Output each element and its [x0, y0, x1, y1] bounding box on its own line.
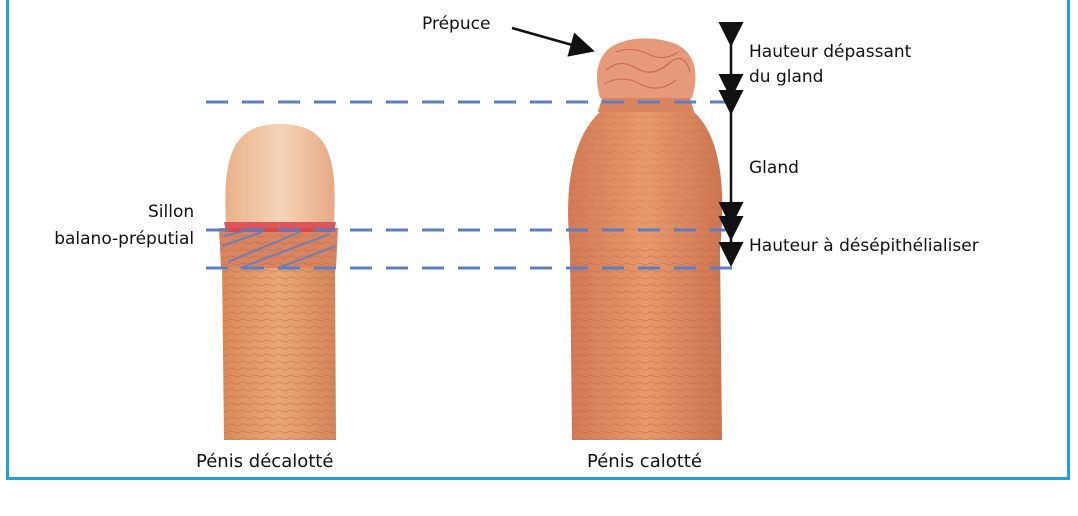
- label-hauteur-depassant-line1: Hauteur dépassant: [749, 42, 912, 62]
- right-prepuce-tip: [596, 38, 696, 98]
- caption-right: Pénis calotté: [587, 451, 702, 472]
- caption-left: Pénis décalotté: [196, 451, 334, 472]
- label-prepuce: Prépuce: [422, 14, 491, 34]
- left-glans: [225, 124, 335, 222]
- penis-decalotte: [219, 124, 338, 440]
- right-neck: [598, 98, 694, 112]
- label-sillon: Sillon balano-préputial: [54, 202, 195, 251]
- label-hauteur-desepithelialiser: Hauteur à désépithélialiser: [749, 236, 979, 256]
- prepuce-pointer: [511, 26, 595, 57]
- label-hauteur-depassant-line2: du gland: [749, 67, 824, 88]
- label-gland: Gland: [749, 158, 799, 178]
- label-sillon-line2: balano-préputial: [54, 229, 195, 250]
- label-sillon-line1: Sillon: [148, 202, 195, 222]
- dashed-guides: [206, 100, 740, 270]
- figure-frame: [6, 0, 1070, 480]
- left-hatch: [221, 229, 337, 269]
- label-hauteur-depassant: Hauteur dépassant du gland: [749, 42, 911, 89]
- penis-calotte: [568, 38, 723, 440]
